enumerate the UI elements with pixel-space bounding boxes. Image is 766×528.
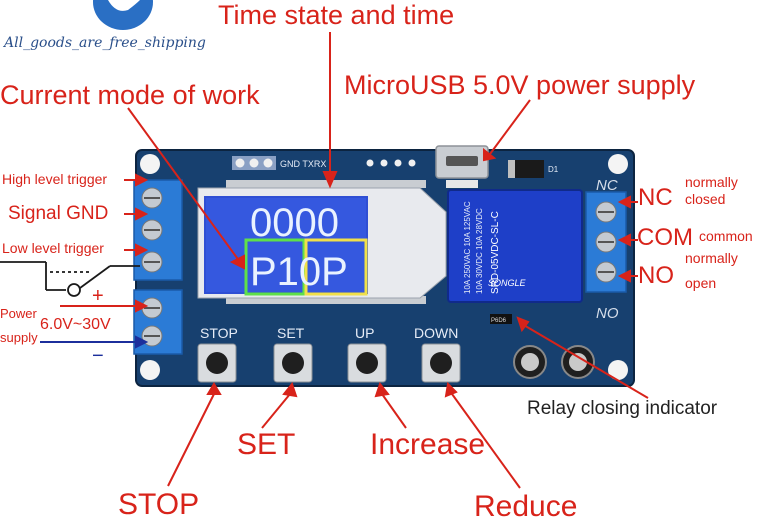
label-current-mode: Current mode of work	[0, 80, 260, 110]
svg-text:SONGLE: SONGLE	[488, 278, 527, 288]
label-no: NO	[638, 262, 674, 289]
label-set: SET	[237, 428, 296, 461]
no-silk: NO	[596, 305, 619, 322]
label-reduce: Reduce	[474, 490, 578, 523]
label-time-state: Time state and time	[218, 0, 455, 30]
minus-sign: −	[92, 345, 104, 367]
header-pads	[232, 156, 416, 170]
svg-text:SRD-05VDC-SL-C: SRD-05VDC-SL-C	[490, 211, 501, 294]
mounting-hole	[140, 154, 160, 174]
svg-text:D1: D1	[548, 165, 559, 174]
nc-silk: NC	[596, 177, 618, 194]
label-power: Power	[0, 306, 37, 321]
button-down	[421, 343, 461, 383]
mounting-hole	[140, 360, 160, 380]
button-set	[273, 343, 313, 383]
switch-symbol	[0, 261, 140, 297]
time-highlight	[304, 238, 368, 296]
annotation-arrows	[60, 32, 649, 489]
mounting-hole	[608, 154, 628, 174]
diode	[508, 160, 544, 178]
svg-text:10A 30VDC 10A 28VDC: 10A 30VDC 10A 28VDC	[475, 208, 484, 294]
label-high-trigger: High level trigger	[2, 171, 108, 187]
relay	[447, 189, 583, 303]
plus-sign: +	[92, 285, 104, 307]
label-voltage: 6.0V~30V	[40, 316, 111, 333]
header-label: GND TXRX	[280, 159, 326, 169]
mounting-hole	[608, 360, 628, 380]
lcd-top-readout: 0000	[250, 201, 339, 245]
label-increase: Increase	[370, 428, 486, 461]
silk-set: SET	[277, 325, 305, 341]
watermark-text: All_goods_are_free_shipping	[4, 35, 206, 51]
label-microusb: MicroUSB 5.0V power supply	[344, 70, 696, 100]
button-up	[347, 343, 387, 383]
svg-text:10A 250VAC 10A 125VAC: 10A 250VAC 10A 125VAC	[463, 201, 472, 294]
button-stop	[197, 343, 237, 383]
globe-icon	[93, 0, 153, 30]
label-supply: supply	[0, 330, 38, 345]
label-nc: NC	[638, 184, 673, 211]
label-signal-gnd: Signal GND	[8, 203, 109, 224]
label-com-desc: common	[699, 228, 753, 244]
relay-led	[490, 314, 512, 324]
label-low-trigger: Low level trigger	[2, 240, 104, 256]
silk-up: UP	[355, 325, 374, 341]
mode-highlight	[244, 238, 306, 296]
label-stop: STOP	[118, 488, 200, 521]
annotation-arrow-negative	[40, 335, 149, 349]
label-com: COM	[637, 224, 693, 251]
lcd-bottom-readout: P10P	[250, 250, 348, 294]
lcd-pins	[226, 180, 426, 304]
watermark-logo	[88, 0, 158, 30]
label-relay-indicator: Relay closing indicator	[527, 398, 718, 419]
silk-stop: STOP	[200, 325, 238, 341]
silk-down: DOWN	[414, 325, 458, 341]
svg-text:P6D6: P6D6	[491, 318, 507, 324]
